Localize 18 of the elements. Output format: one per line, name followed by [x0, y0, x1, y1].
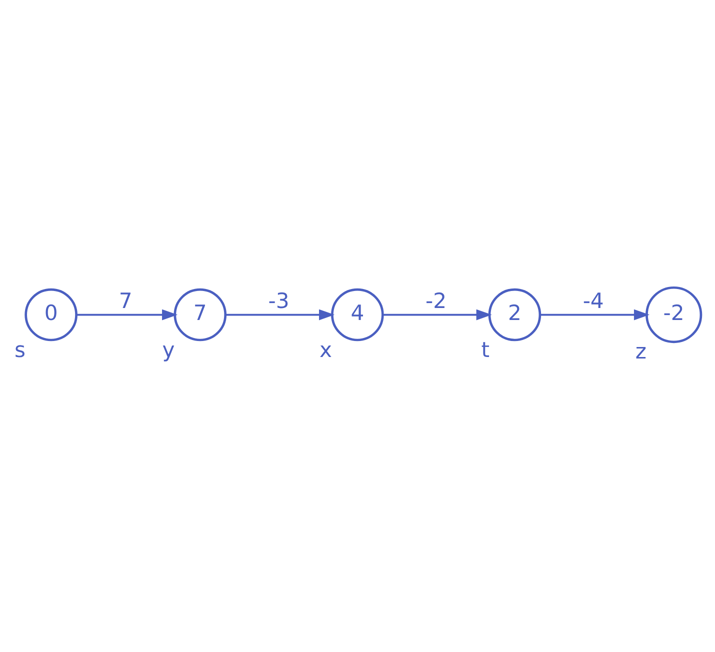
node-label: z	[635, 338, 646, 364]
node-label: t	[481, 336, 490, 362]
arrow	[382, 308, 492, 320]
arrow	[76, 308, 178, 320]
node-circle: 0	[24, 288, 78, 341]
node-circle: 4	[331, 288, 384, 341]
arrow	[226, 308, 335, 320]
edge-label: -3	[268, 288, 290, 313]
node-circle: -2	[646, 286, 702, 343]
node-circle: 7	[174, 288, 227, 341]
node-label: y	[162, 336, 175, 362]
edge-label: -4	[582, 288, 604, 313]
arrow	[540, 308, 650, 320]
edge-label: -2	[426, 288, 447, 313]
edge-label: 7	[118, 288, 132, 313]
node-label: s	[14, 336, 26, 362]
node-label: x	[319, 336, 332, 362]
node-circle: 2	[488, 288, 542, 341]
